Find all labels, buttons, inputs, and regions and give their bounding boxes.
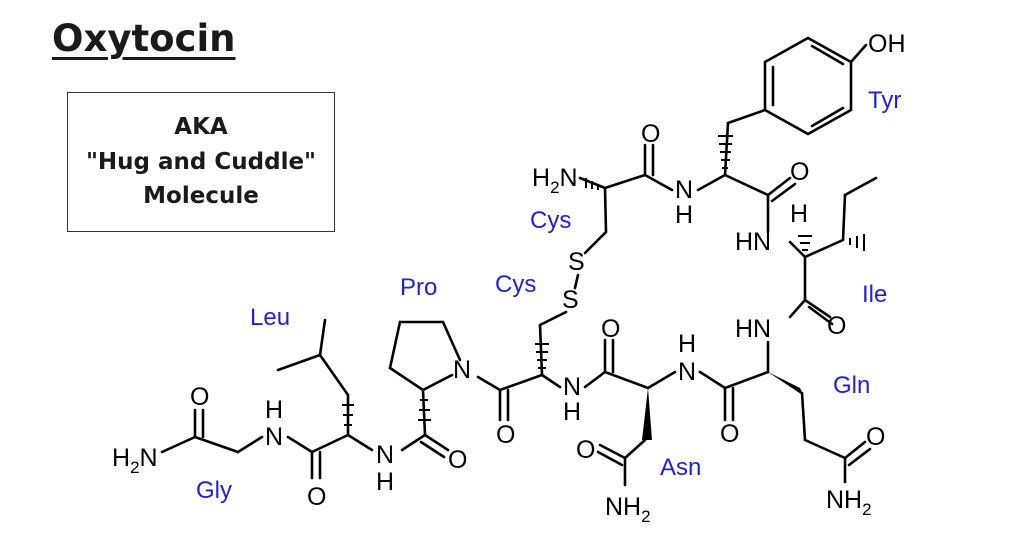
residue-label-leu: Leu [250, 304, 290, 331]
atom-n: N [563, 373, 581, 401]
atom-o: O [866, 423, 885, 451]
residue-label-cys-1: Cys [530, 207, 571, 234]
aka-line-2: "Hug and Cuddle" [85, 148, 317, 175]
atom-n: N [453, 356, 471, 384]
atom-oh: OH [868, 30, 906, 58]
atom-o: O [790, 158, 809, 186]
residue-label-gln: Gln [833, 372, 870, 399]
residue-label-cys-2: Cys [495, 271, 536, 298]
residue-label-tyr: Tyr [868, 87, 901, 114]
aka-line-3: Molecule [143, 183, 259, 210]
residue-label-gly: Gly [196, 477, 232, 504]
atom-o: O [448, 446, 467, 474]
bond-lines [160, 36, 878, 487]
atom-h: H [265, 396, 283, 424]
atom-h: H [376, 468, 394, 496]
aka-box: AKA "Hug and Cuddle" Molecule [67, 92, 335, 232]
atom-n: N [265, 423, 283, 451]
nh2-gln: NH2 [826, 486, 872, 519]
stereo-bonds [342, 135, 865, 440]
atom-n: N [376, 441, 394, 469]
atom-h: H [675, 201, 693, 229]
atom-o: O [307, 483, 326, 511]
atom-h: H [563, 398, 581, 426]
atom-hn: HN [735, 228, 771, 256]
atom-h: H [678, 330, 696, 358]
page-title: Oxytocin [52, 17, 236, 60]
atom-o: O [641, 120, 660, 148]
residue-label-pro: Pro [400, 274, 437, 301]
atom-o: O [601, 315, 620, 343]
atom-s: S [568, 248, 585, 276]
atom-n: N [678, 358, 696, 386]
atom-o: O [496, 421, 515, 449]
atom-o: O [576, 436, 595, 464]
residue-label-asn: Asn [660, 454, 701, 481]
aka-line-1: AKA [174, 114, 228, 141]
atom-o: O [720, 420, 739, 448]
nh2-asn: NH2 [605, 493, 651, 526]
atom-n: N [675, 176, 693, 204]
atom-o: O [190, 383, 209, 411]
nh2-n-terminus: H2N [532, 164, 578, 197]
nh2-gly: H2N [112, 444, 158, 477]
residue-label-ile: Ile [862, 281, 887, 308]
atom-h: H [790, 200, 808, 228]
atom-o: O [827, 312, 846, 340]
atom-s: S [562, 286, 579, 314]
atom-hn: HN [735, 315, 771, 343]
